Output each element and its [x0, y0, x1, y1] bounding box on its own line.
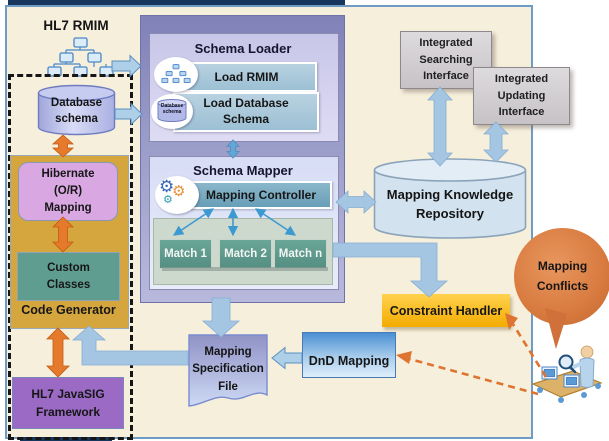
- mapping-controller-bar: Mapping Controller: [190, 181, 332, 209]
- code-generator-label: Code Generator: [21, 303, 116, 317]
- match-2-box: Match 2: [219, 239, 272, 269]
- gears-icon: ⚙ ⚙ ⚙: [155, 176, 199, 214]
- hl7-javasig-framework-box: HL7 JavaSIG Framework: [12, 377, 124, 429]
- schema-loader-title: Schema Loader: [194, 41, 292, 56]
- analyst-person-icon: [528, 340, 606, 404]
- code-generation-boundary: [8, 74, 133, 440]
- rmim-tree-mini-icon: [154, 57, 198, 92]
- match-1-box: Match 1: [159, 239, 212, 269]
- top-edge-bar: [8, 0, 345, 5]
- custom-classes-box: Custom Classes: [17, 252, 120, 301]
- mapping-conflicts-balloon: Mapping Conflicts: [514, 228, 609, 325]
- mapping-specification-file-doc: Mapping Specification File: [188, 334, 268, 412]
- hl7-rmim-label: HL7 RMIM: [43, 18, 109, 33]
- database-mini-label: Database schema: [160, 103, 184, 115]
- constraint-handler-box: Constraint Handler: [382, 294, 510, 327]
- spec-file-label: Mapping Specification File: [192, 346, 264, 393]
- integrated-updating-interface-box: Integrated Updating Interface: [473, 67, 570, 125]
- match-n-box: Match n: [274, 239, 327, 269]
- mapping-knowledge-repository-cylinder: Mapping Knowledge Repository: [373, 158, 527, 240]
- dnd-mapping-box: DnD Mapping: [302, 332, 396, 378]
- rmim-tree-icon: [46, 37, 116, 79]
- repository-label: Mapping Knowledge Repository: [386, 187, 514, 221]
- load-rmim-bar: Load RMIM: [176, 62, 317, 92]
- hibernate-or-mapping-box: Hibernate (O/R) Mapping: [18, 162, 118, 221]
- database-schema-cylinder: Database schema: [37, 84, 116, 136]
- schema-mapper-title: Schema Mapper: [193, 163, 293, 178]
- load-database-schema-bar: Load Database Schema: [173, 92, 319, 132]
- match-shadow-strip: [162, 267, 328, 271]
- database-schema-label: Database schema: [50, 97, 103, 125]
- database-mini-icon: Database schema: [151, 94, 193, 129]
